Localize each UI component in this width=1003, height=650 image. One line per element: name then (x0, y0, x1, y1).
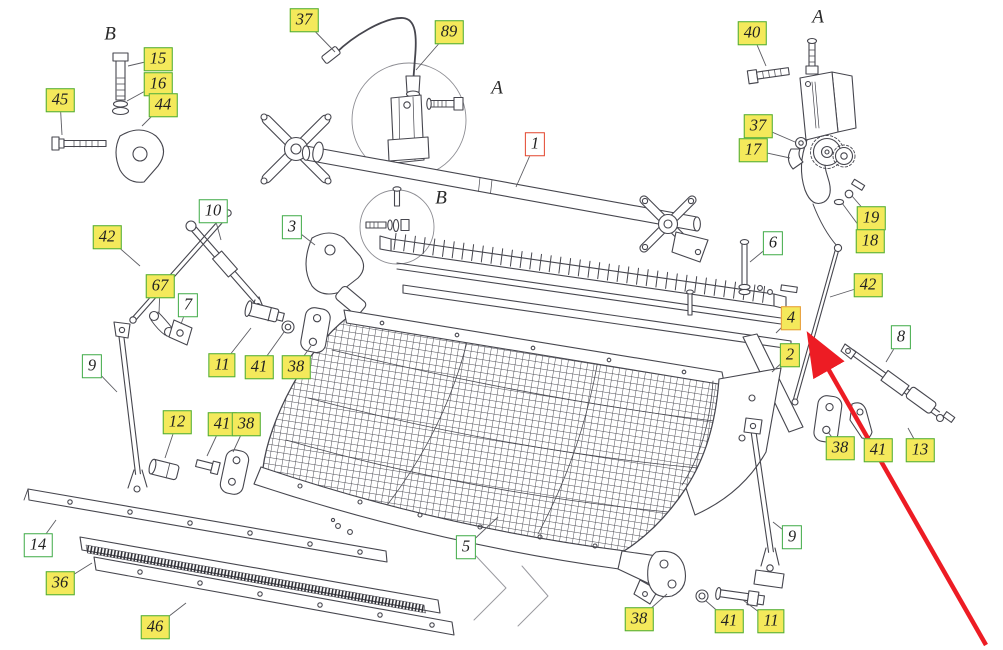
detail-b-hardware (365, 186, 410, 233)
callout-36[interactable]: 36 (45, 571, 75, 595)
leader-lines (37, 19, 921, 628)
callout-7[interactable]: 7 (177, 293, 199, 317)
callout-19[interactable]: 19 (856, 206, 886, 230)
callout-44[interactable]: 44 (148, 93, 178, 117)
bottom-right-hardware (647, 550, 765, 607)
callout-8[interactable]: 8 (890, 325, 912, 349)
callout-89[interactable]: 89 (434, 20, 464, 44)
callout-11-left[interactable]: 11 (208, 353, 236, 377)
callout-38-mid[interactable]: 38 (231, 412, 261, 436)
callout-46[interactable]: 46 (140, 615, 170, 639)
callout-17[interactable]: 17 (738, 138, 768, 162)
break-lines (473, 555, 549, 627)
comb-bar (379, 232, 798, 350)
callout-6[interactable]: 6 (762, 231, 784, 255)
callout-37-top[interactable]: 37 (289, 8, 319, 32)
callout-14[interactable]: 14 (23, 533, 53, 557)
callout-5[interactable]: 5 (455, 535, 477, 559)
machine-drawing (23, 17, 956, 636)
callout-letter-b-topleft: B (104, 23, 116, 45)
cable-bracket (387, 94, 464, 164)
callout-38-bottom[interactable]: 38 (624, 607, 654, 631)
callout-12[interactable]: 12 (162, 410, 192, 434)
callout-38-right[interactable]: 38 (825, 436, 855, 460)
callout-2[interactable]: 2 (779, 343, 801, 367)
detail-a-assembly (746, 37, 866, 247)
callout-13[interactable]: 13 (905, 438, 935, 462)
left-hardware (51, 52, 331, 495)
callout-letter-b-center: B (435, 187, 447, 209)
callout-18[interactable]: 18 (855, 229, 885, 253)
callout-1[interactable]: 1 (524, 132, 546, 156)
beater-shaft (260, 113, 709, 263)
callout-10[interactable]: 10 (198, 199, 228, 223)
callout-41-left[interactable]: 41 (244, 355, 274, 379)
callout-42-left[interactable]: 42 (92, 225, 122, 249)
callout-45[interactable]: 45 (45, 88, 75, 112)
callout-11-bottom[interactable]: 11 (757, 609, 785, 633)
highlight-arrow (806, 331, 988, 647)
callout-15[interactable]: 15 (143, 47, 173, 71)
bellcrank-3 (305, 232, 367, 316)
callout-38-left[interactable]: 38 (281, 355, 311, 379)
callout-9-right[interactable]: 9 (781, 525, 803, 549)
callout-42-right[interactable]: 42 (853, 273, 883, 297)
callout-16[interactable]: 16 (143, 72, 173, 96)
callout-67[interactable]: 67 (145, 274, 175, 298)
callout-letter-a-center: A (491, 77, 503, 99)
callout-41-bottom[interactable]: 41 (714, 609, 744, 633)
callout-37-right[interactable]: 37 (743, 114, 773, 138)
bottom-strips (23, 488, 455, 636)
callout-9-left[interactable]: 9 (81, 354, 103, 378)
callout-40[interactable]: 40 (737, 21, 767, 45)
callout-3[interactable]: 3 (281, 215, 303, 239)
right-linkage (743, 243, 956, 589)
callout-letter-a-topright: A (812, 6, 824, 28)
callout-4[interactable]: 4 (780, 306, 802, 330)
callout-41-right[interactable]: 41 (863, 438, 893, 462)
